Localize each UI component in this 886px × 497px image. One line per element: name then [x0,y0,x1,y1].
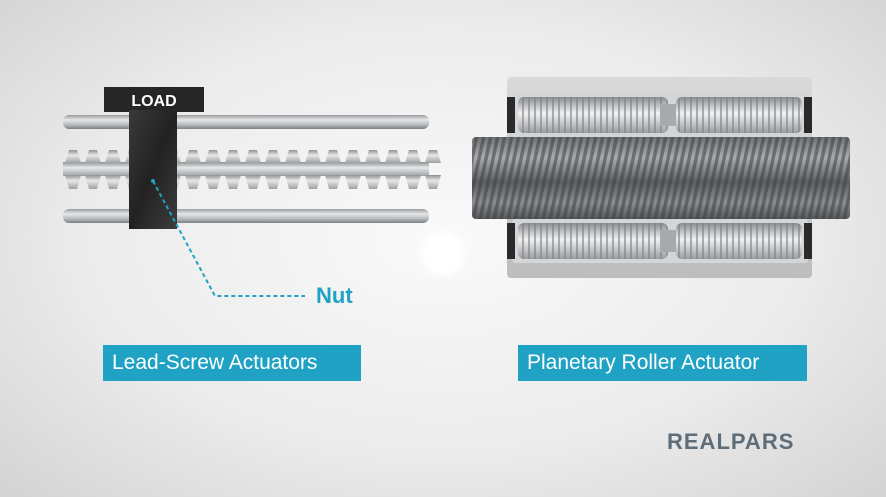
screw-thread-tooth [245,175,261,189]
screw-thread-tooth [365,175,381,189]
screw-thread-tooth [265,175,281,189]
screw-thread-tooth [185,150,201,163]
screw-thread-tooth [285,150,301,163]
screw-thread-tooth [325,150,341,163]
screw-thread-tooth [265,150,281,163]
screw-thread-tooth [325,175,341,189]
load-tab [104,87,204,112]
screw-thread-tooth [85,150,101,163]
screw-thread-tooth [385,175,401,189]
screw-thread-tooth [105,175,121,189]
load-label: LOAD [131,93,176,110]
screw-thread-tooth [205,150,221,163]
screw-thread-tooth [85,175,101,189]
screw-thread-tooth [105,150,121,163]
upper-planet-roller [507,93,812,137]
nut-callout: Nut [151,179,353,308]
realpars-logo: REALPARS [667,429,795,454]
screw-thread-tooth [185,175,201,189]
screw-thread-tooth [425,150,441,163]
screw-thread-tooth [65,175,81,189]
screw-thread-tooth [225,150,241,163]
screw-thread-tooth [405,150,421,163]
screw-thread-tooth [205,175,221,189]
central-threaded-shaft [472,137,850,219]
lead-screw-assembly: LOAD Nut [63,87,441,308]
screw-thread-tooth [245,150,261,163]
upper-guide-rail [63,115,429,129]
lower-guide-rail [63,209,429,223]
glow-dot [417,228,469,280]
lead-screw [63,150,441,189]
planetary-roller-actuator-label: Planetary Roller Actuator [518,345,807,381]
screw-thread-tooth [285,175,301,189]
screw-thread-tooth [305,150,321,163]
nut-leader-line [152,180,305,297]
lower-planet-roller [507,219,812,263]
screw-thread-tooth [385,150,401,163]
screw-thread-tooth [345,150,361,163]
screw-thread-tooth [225,175,241,189]
nut-label: Nut [316,283,353,308]
screw-thread-tooth [305,175,321,189]
load-carriage [129,110,177,229]
planetary-roller-assembly [472,77,850,278]
lead-screw-actuators-label: Lead-Screw Actuators [103,345,361,381]
load-block: LOAD [104,87,204,229]
screw-thread-tooth [365,150,381,163]
screw-thread-tooth [405,175,421,189]
screw-thread-tooth [345,175,361,189]
screw-thread-tooth [65,150,81,163]
screw-thread-tooth [425,175,441,189]
